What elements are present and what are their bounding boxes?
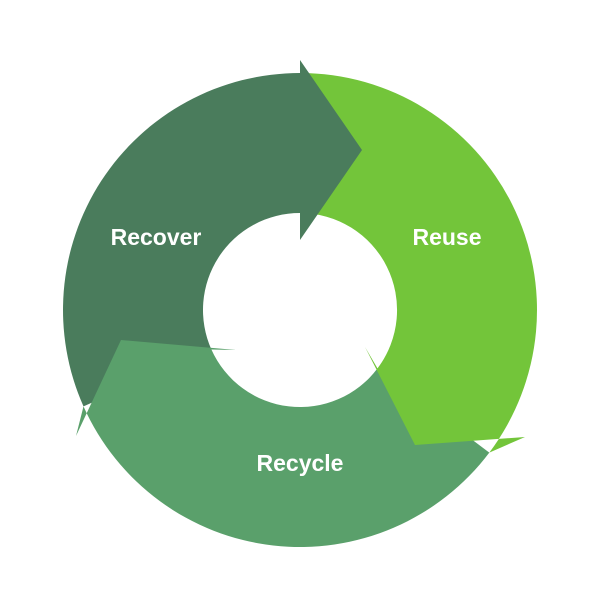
reuse-label: Reuse [412,224,481,250]
recycle-label: Recycle [257,450,344,476]
recover-segment [63,73,301,407]
recycle-segment [76,340,490,547]
recover-label: Recover [111,224,202,250]
reuse-segment [300,73,538,453]
recover-arrowhead [300,60,362,240]
